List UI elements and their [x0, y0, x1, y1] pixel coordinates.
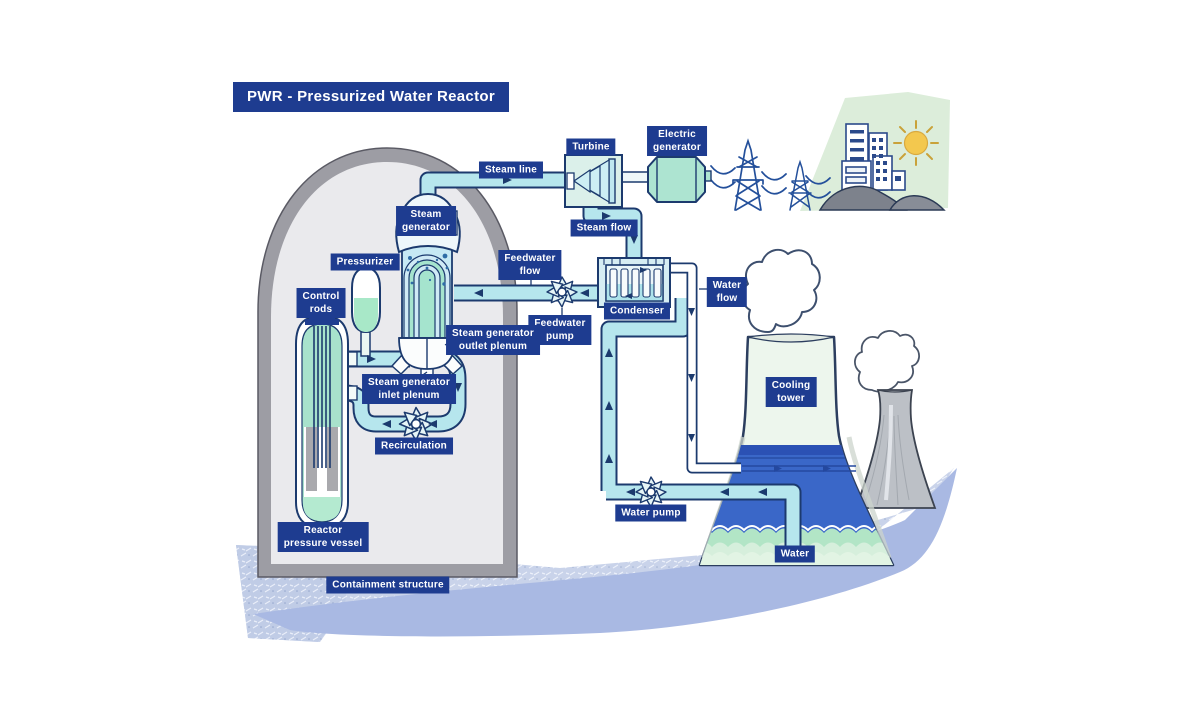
label-sg-outlet-plenum: Steam generator outlet plenum [446, 325, 540, 355]
reactor-pressure-vessel [295, 311, 358, 530]
label-water-flow: Water flow [706, 277, 748, 307]
label-steam-flow: Steam flow [570, 219, 638, 237]
label-cooling-tower: Cooling tower [765, 377, 817, 407]
pipes [344, 171, 802, 555]
steam-cloud-icon-small [854, 330, 920, 393]
sun-icon [893, 120, 939, 166]
turbine [564, 154, 650, 208]
transmission-tower-icon [732, 138, 764, 211]
label-pressurizer: Pressurizer [330, 253, 400, 271]
condenser [597, 257, 671, 308]
label-sg-inlet-plenum: Steam generator inlet plenum [362, 374, 456, 404]
recirculation-pump-icon [398, 406, 434, 442]
electric-generator [647, 156, 712, 203]
label-reactor-pressure-vessel: Reactor pressure vessel [277, 522, 369, 552]
label-feedwater-flow: Feedwater flow [498, 250, 562, 280]
label-turbine: Turbine [566, 138, 616, 156]
power-lines [710, 165, 831, 199]
steam-cloud-icon [741, 248, 821, 333]
shadow-swoosh [253, 468, 957, 637]
pressurizer [351, 266, 381, 357]
control-rods [305, 311, 339, 491]
city-skyline [841, 123, 906, 191]
hills [818, 185, 946, 211]
label-steam-generator: Steam generator [396, 206, 456, 236]
spray-line [742, 465, 856, 472]
label-containment-structure: Containment structure [326, 576, 450, 594]
water-pump-icon [635, 476, 667, 508]
flow-arrows [367, 176, 831, 496]
label-water-pump: Water pump [615, 504, 687, 522]
secondary-cooling-tower [854, 389, 937, 509]
label-water: Water [774, 545, 816, 563]
transmission-tower-icon-small [788, 159, 812, 211]
label-control-rods: Control rods [296, 288, 346, 318]
label-condenser: Condenser [603, 302, 671, 320]
feedwater-pump-icon [546, 276, 578, 308]
label-electric-generator: Electric generator [647, 126, 707, 156]
label-steam-line: Steam line [478, 161, 544, 179]
label-recirculation: Recirculation [375, 437, 453, 455]
page-title: PWR - Pressurized Water Reactor [233, 82, 509, 112]
